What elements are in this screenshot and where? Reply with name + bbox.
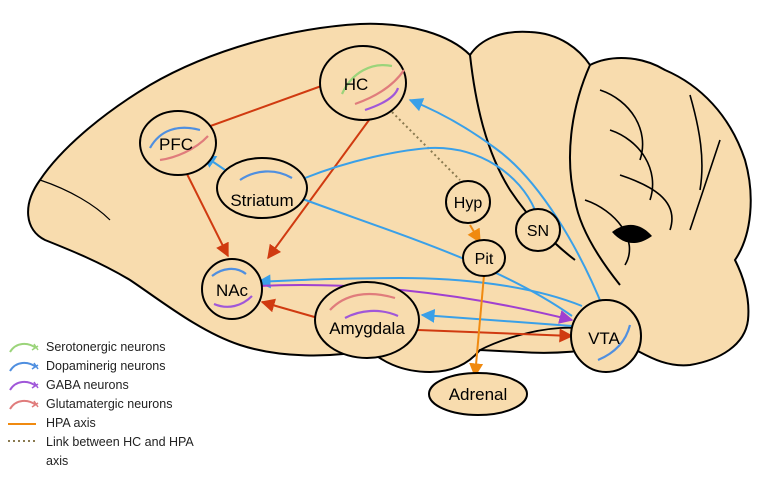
striatum-to-sn-dopamine	[304, 146, 536, 211]
legend-label: GABA neurons	[46, 378, 129, 392]
legend-item-dopaminergic: Dopaminerig neurons	[6, 357, 221, 376]
legend-item-hpa: HPA axis	[6, 414, 221, 433]
legend-label: Link between HC and HPA axis	[46, 435, 194, 468]
vta-neuron-glyph	[597, 324, 632, 362]
vta-label: VTA	[588, 329, 620, 348]
pfc-node	[139, 110, 217, 176]
legend-label: Dopaminerig neurons	[46, 359, 166, 373]
dopaminergic-neuron-icon	[9, 361, 39, 372]
legend: Serotonergic neurons Dopaminerig neurons…	[6, 338, 221, 473]
hc-to-nac-glutamate	[267, 115, 373, 260]
nac-to-vta-gaba	[257, 284, 574, 324]
vta-to-nac-dopamine	[256, 274, 583, 307]
hyp-to-pit-hpa	[467, 224, 481, 244]
striatum-to-vta-dopamine	[299, 197, 573, 317]
legend-item-glutamatergic: Glutamatergic neurons	[6, 395, 221, 414]
cerebellum-boundary	[569, 64, 621, 286]
amygdala-neuron-glyphs	[329, 292, 399, 319]
amygdala-to-nac-glutamate	[260, 298, 319, 319]
pit-to-adrenal-hpa	[469, 274, 485, 378]
legend-label: Glutamatergic neurons	[46, 397, 173, 411]
legend-label: HPA axis	[46, 416, 96, 430]
fourth-ventricle	[612, 224, 652, 244]
nac-label: NAc	[216, 281, 249, 300]
striatum-node	[216, 157, 308, 219]
pfc-label: PFC	[159, 135, 193, 154]
legend-item-gaba: GABA neurons	[6, 376, 221, 395]
amygdala-label: Amygdala	[329, 319, 405, 338]
pfc-neuron-glyphs	[149, 126, 209, 162]
striatum-neuron-glyph	[239, 170, 293, 181]
pit-node	[462, 239, 506, 277]
dotted-line-icon	[8, 440, 36, 442]
sn-node	[515, 208, 561, 252]
legend-item-link: Link between HC and HPA axis	[6, 433, 221, 473]
hyp-node	[445, 180, 491, 224]
hc-hyp-link	[391, 111, 461, 181]
sn-label: SN	[527, 223, 549, 240]
hc-to-pfc-glutamate	[204, 79, 339, 129]
legend-item-serotonergic: Serotonergic neurons	[6, 338, 221, 357]
cerebellum-folia	[584, 89, 721, 266]
amygdala-to-vta-glutamate	[417, 328, 574, 343]
nac-neuron-glyphs	[211, 267, 253, 308]
vta-to-amygdala-dopamine	[420, 308, 573, 327]
adrenal-label: Adrenal	[449, 385, 508, 404]
olfactory-bulb-edge	[39, 179, 111, 221]
glutamatergic-neuron-icon	[9, 399, 39, 410]
legend-label: Serotonergic neurons	[46, 340, 166, 354]
hpa-line-icon	[8, 422, 36, 425]
hc-label: HC	[344, 75, 369, 94]
hc-neuron-glyphs	[340, 64, 405, 112]
serotonergic-neuron-icon	[9, 342, 39, 353]
striatum-label: Striatum	[230, 191, 293, 210]
vta-node	[570, 299, 642, 373]
connections	[184, 79, 605, 378]
pit-label: Pit	[475, 251, 494, 268]
regions: HC PFC Striatum Hyp SN Pit NAc Amygdala	[139, 45, 642, 416]
gaba-neuron-icon	[9, 380, 39, 391]
hyp-label: Hyp	[454, 195, 483, 212]
pfc-to-nac-glutamate	[184, 169, 229, 258]
vta-to-hc-dopamine	[408, 98, 605, 311]
adrenal-node	[428, 372, 528, 416]
